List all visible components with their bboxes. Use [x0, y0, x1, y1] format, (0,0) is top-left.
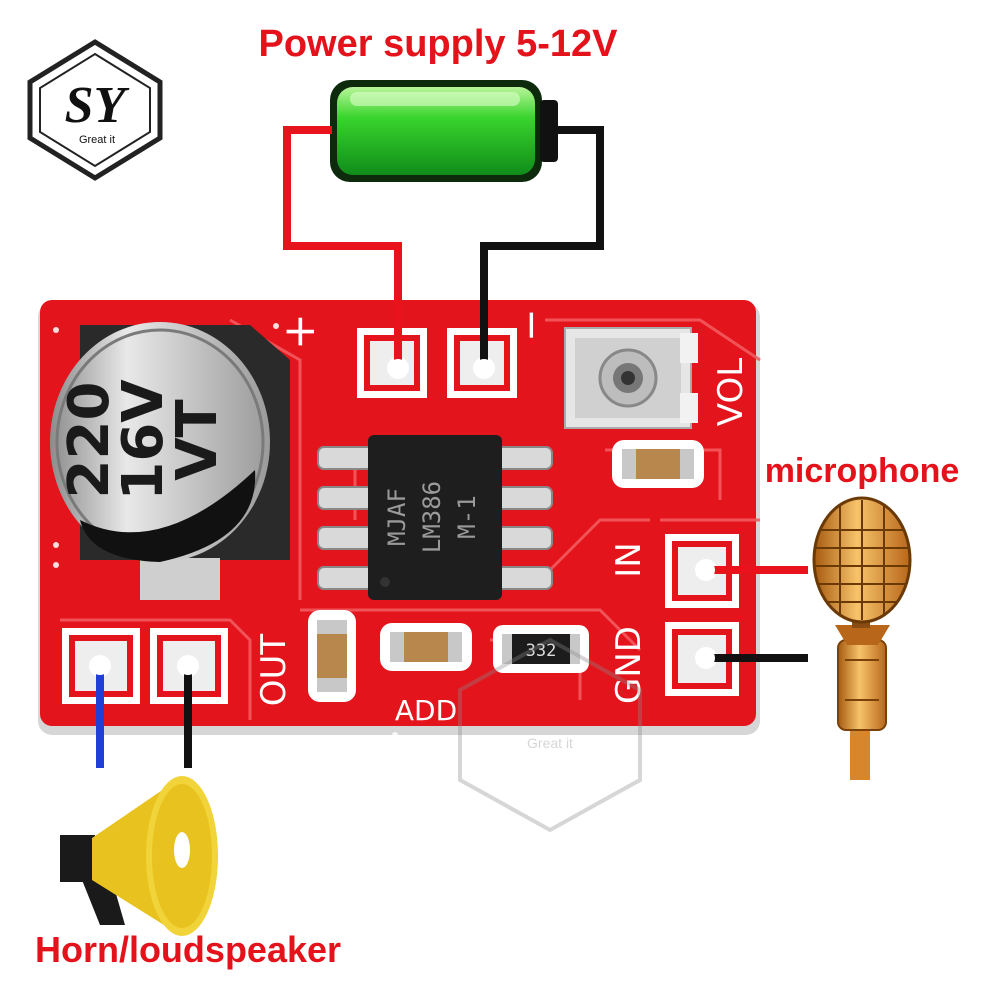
- microphone-label: microphone: [765, 452, 960, 490]
- capacitor-value: 220: [57, 382, 122, 499]
- smd-capacitor-vertical: [308, 610, 356, 702]
- resistor-code: 332: [526, 641, 557, 661]
- watermark-logo: Great it: [458, 637, 642, 833]
- capacitor-series: VT: [165, 399, 230, 481]
- electrolytic-capacitor: 220 16V VT: [50, 322, 290, 600]
- wire-positive: [283, 126, 402, 368]
- watermark-tagline: Great it: [527, 735, 573, 751]
- silk-plus-label: +: [274, 313, 325, 350]
- power-supply-label: Power supply 5-12V: [258, 23, 618, 65]
- silk-gnd-label: GND: [609, 626, 649, 704]
- logo-letters: SY: [65, 77, 130, 134]
- brand-logo: SY Great it: [27, 39, 163, 181]
- capacitor-voltage: 16V: [111, 379, 176, 501]
- silk-in-label: IN: [609, 542, 649, 577]
- silk-vol-label: VOL: [711, 358, 751, 426]
- wire-negative: [480, 126, 604, 368]
- smd-resistor: 332: [493, 625, 589, 673]
- chip-marking-3: M-1: [453, 495, 481, 538]
- speaker-label: Horn/loudspeaker: [35, 929, 341, 970]
- lm386-chip: MJAF LM386 M-1: [317, 435, 553, 600]
- microphone-icon: [812, 496, 912, 780]
- loudspeaker-icon: [60, 776, 218, 936]
- silk-add-label: ADD: [395, 694, 457, 727]
- battery-icon: [330, 80, 558, 182]
- volume-potentiometer[interactable]: [564, 327, 698, 429]
- logo-tagline: Great it: [79, 134, 115, 146]
- silk-out-label: OUT: [254, 634, 294, 707]
- mic-wires: [706, 566, 808, 662]
- speaker-wires: [96, 666, 192, 768]
- chip-marking-1: MJAF: [383, 488, 411, 546]
- power-wires: [283, 126, 604, 368]
- smd-capacitor-top-right: [612, 440, 704, 488]
- chip-marking-2: LM386: [418, 481, 446, 553]
- smd-capacitor-middle: [380, 623, 472, 671]
